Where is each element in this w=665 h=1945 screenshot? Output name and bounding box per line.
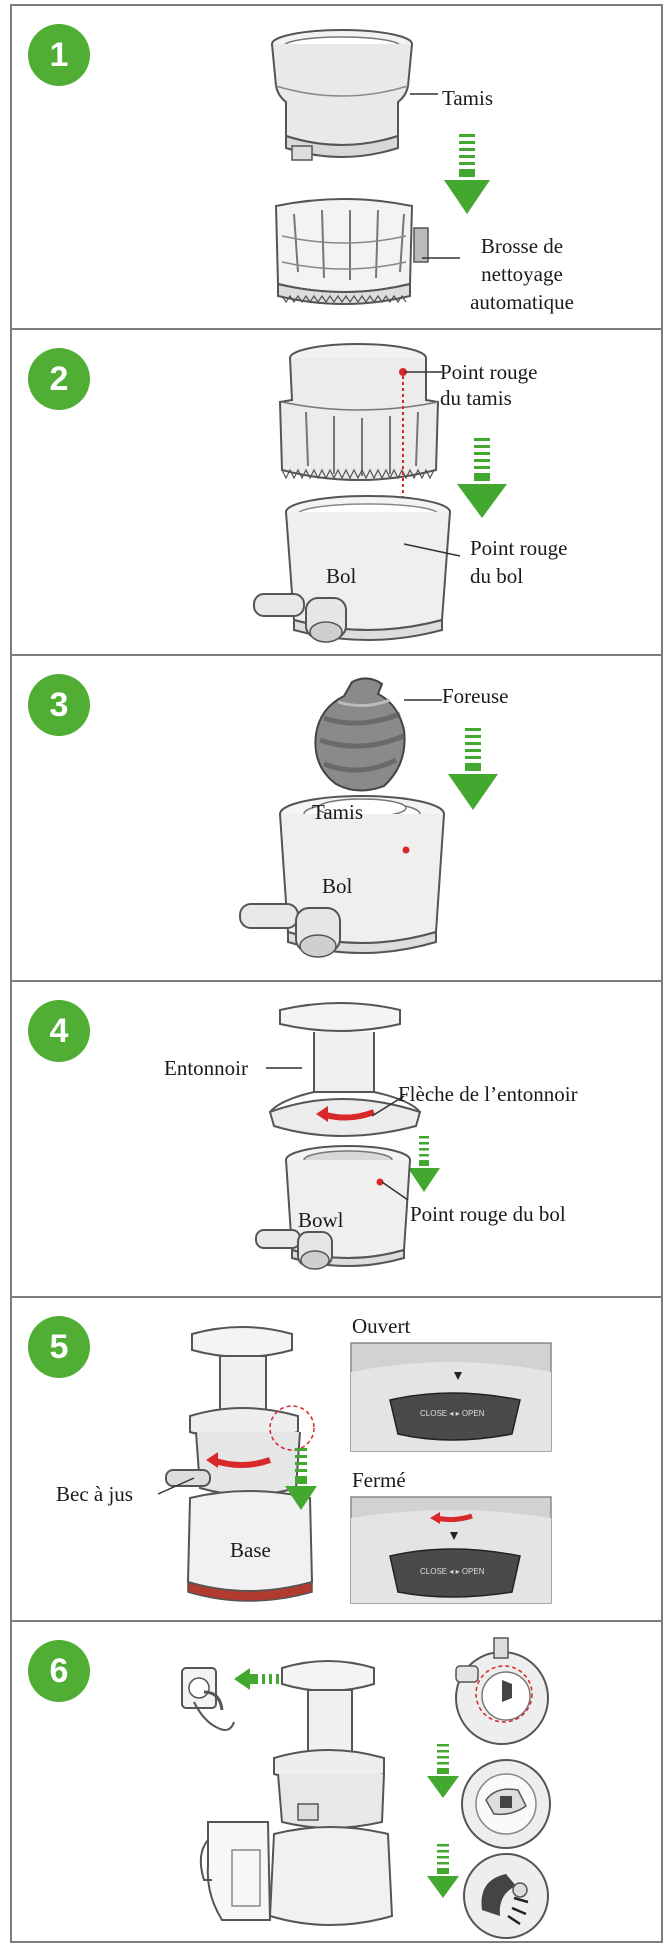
closed-position-closeup: CLOSE ◂ ▸ OPEN [350,1496,552,1604]
step-badge: 6 [28,1640,90,1702]
open-position-closeup: CLOSE ◂ ▸ OPEN [350,1342,552,1452]
latch-closeup [463,1853,549,1939]
label-sieve: Tamis [442,86,494,110]
label-bowl: Bol [322,874,353,898]
label-bowl: Bol [326,564,357,588]
svg-text:CLOSE ◂ ▸ OPEN: CLOSE ◂ ▸ OPEN [420,1409,485,1418]
label-closed: Fermé [352,1468,406,1492]
step-badge: 5 [28,1316,90,1378]
label-auger: Foreuse [442,684,509,708]
down-arrow-icon [427,1744,459,1798]
auger-illustration [314,677,406,792]
label-bowl-dot-line2: du bol [470,564,524,588]
label-base: Base [230,1538,271,1562]
plug-in-outlet-illustration [181,1667,235,1731]
label-bowl: Bowl [298,1208,344,1232]
label-bowl-dot-line1: Point rouge [470,536,568,560]
assembled-juicer-illustration [199,1660,394,1926]
step-badge: 3 [28,674,90,736]
down-arrow-icon [285,1448,317,1510]
step-5-panel: 5 Bec à jus Base Ouvert C [10,1296,663,1622]
bowl-assembly-illustration [255,1145,411,1270]
step-badge: 2 [28,348,90,410]
sieve-dot-leader [404,371,442,373]
brush-illustration [274,198,429,305]
label-sieve: Tamis [312,800,364,824]
bowl-dot-leader [381,1181,409,1201]
label-spout: Bec à jus [56,1482,133,1506]
down-arrow-icon [427,1844,459,1898]
top-view-closeup [455,1637,549,1745]
step-4-panel: 4 Entonnoir Flèche de l’entonnoir [10,980,663,1298]
down-arrow-icon [408,1136,440,1192]
bowl-illustration [253,495,451,643]
juicer-base-illustration [165,1326,315,1602]
cap-closeup [461,1759,551,1849]
step-1-panel: 1 Tamis Brosse de nettoyage auto [10,4,663,330]
bowl-dot-leader [403,543,461,557]
spout-leader [157,1477,195,1495]
label-brush-line2: nettoyage [481,262,563,286]
down-arrow-icon [444,134,490,214]
step-2-panel: 2 Point rouge du tamis Bol [10,328,663,656]
label-brush-line3: automatique [470,290,574,314]
label-brush-line1: Brosse de [480,234,564,258]
sieve-leader-line [410,93,438,95]
funnel-leader [266,1067,302,1069]
sieve-in-brush-illustration [278,343,440,481]
label-bowl-dot: Point rouge du bol [410,1202,566,1226]
auger-leader [404,699,442,701]
label-open: Ouvert [352,1314,411,1338]
funnel-illustration [268,1002,422,1137]
label-funnel: Entonnoir [164,1056,248,1080]
svg-text:CLOSE ◂ ▸ OPEN: CLOSE ◂ ▸ OPEN [420,1567,485,1576]
step-badge: 1 [28,24,90,86]
brush-leader-line [422,257,460,259]
down-arrow-icon [457,438,507,518]
step-badge: 4 [28,1000,90,1062]
bowl-with-sieve-illustration [239,795,445,958]
label-sieve-dot-line2: du tamis [440,386,512,410]
label-funnel-arrow: Flèche de l’entonnoir [398,1082,578,1106]
down-arrow-icon [448,728,498,810]
label-sieve-dot-line1: Point rouge [440,360,538,384]
funnel-arrow-leader [371,1095,405,1117]
sieve-illustration [271,29,413,161]
step-3-panel: 3 Foreuse Tamis Bol [10,654,663,982]
step-6-panel: 6 [10,1620,663,1943]
